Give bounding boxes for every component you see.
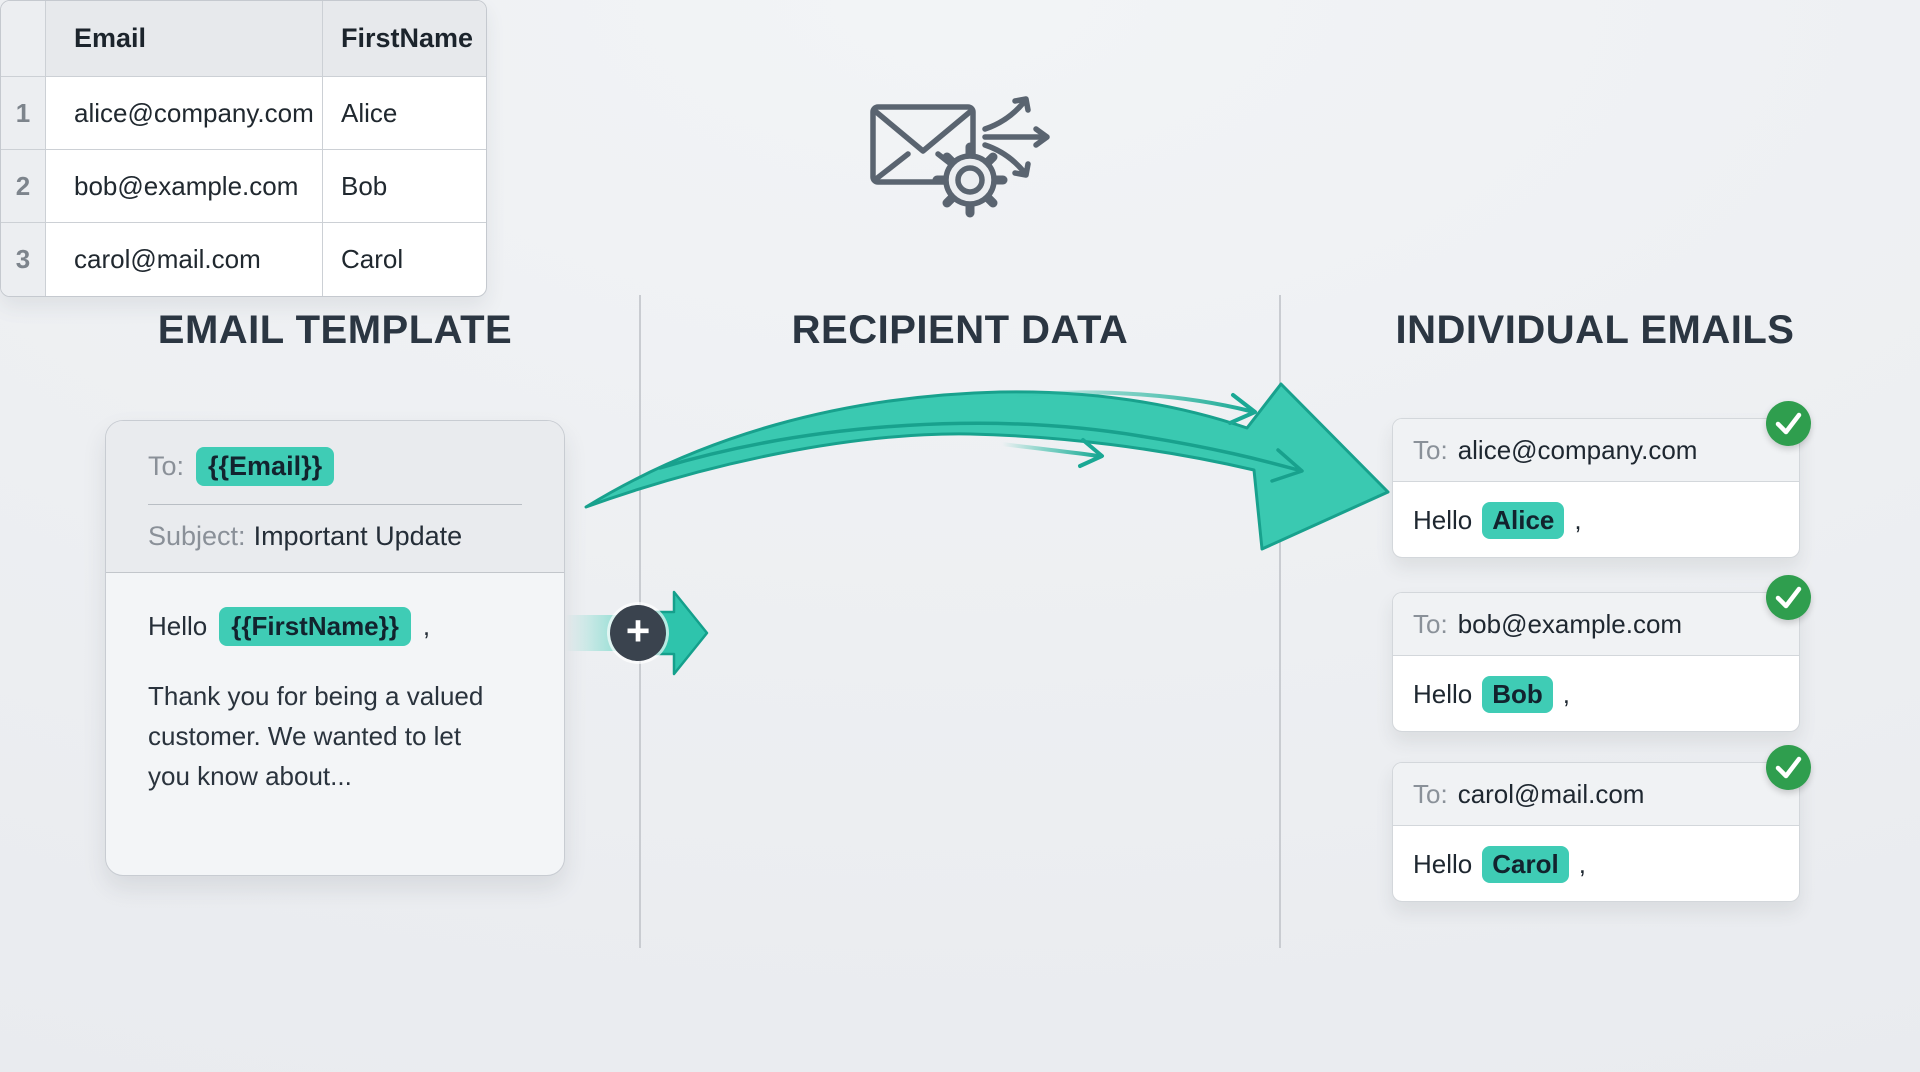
email-body: Hello Bob , xyxy=(1393,656,1799,732)
to-label: To: xyxy=(148,451,185,481)
merged-name-highlight: Carol xyxy=(1482,845,1569,883)
recipient-data-heading: RECIPIENT DATA xyxy=(791,308,1129,352)
greeting-suffix: , xyxy=(1574,504,1582,535)
email-template-card: To: {{Email}} Subject:Important Update H… xyxy=(105,420,565,876)
merged-name-highlight: Bob xyxy=(1482,675,1553,713)
individual-email-card: To: carol@mail.com Hello Carol , xyxy=(1392,745,1811,902)
check-icon xyxy=(1775,412,1802,435)
row-number: 3 xyxy=(1,223,46,296)
merged-name-highlight: Alice xyxy=(1482,501,1565,539)
subject-label: Subject: xyxy=(148,521,246,551)
inner-arrow-head xyxy=(1270,448,1304,483)
success-check-badge xyxy=(1766,745,1811,790)
header-divider xyxy=(148,504,522,505)
greeting-prefix: Hello xyxy=(1413,848,1473,879)
cell-email: alice@company.com xyxy=(46,77,323,150)
template-body-text: Thank you for being a valued customer. W… xyxy=(148,681,484,791)
cell-email: bob@example.com xyxy=(46,150,323,223)
small-arrow-upper-head xyxy=(1228,393,1257,425)
firstname-placeholder-token: {{FirstName}} xyxy=(219,607,411,646)
email-body: Hello Carol , xyxy=(1393,826,1799,902)
to-label: To: xyxy=(1413,608,1448,639)
email-header: To: alice@company.com xyxy=(1393,419,1799,482)
greeting-suffix: , xyxy=(1562,678,1571,709)
small-arrow-upper xyxy=(1010,390,1252,413)
column-header-email: Email xyxy=(46,1,323,77)
to-address: alice@company.com xyxy=(1457,434,1698,465)
cell-firstname: Bob xyxy=(323,150,486,223)
to-address: carol@mail.com xyxy=(1457,778,1645,809)
column-header-firstname: FirstName xyxy=(323,1,486,77)
row-number: 1 xyxy=(1,77,46,150)
individual-email-card: To: bob@example.com Hello Bob , xyxy=(1392,575,1811,732)
big-curved-arrow xyxy=(584,382,1390,551)
individual-emails-heading: INDIVIDUAL EMAILS xyxy=(1395,308,1795,352)
email-template-heading: EMAIL TEMPLATE xyxy=(157,308,513,352)
email-header: To: carol@mail.com xyxy=(1393,763,1799,826)
plus-icon: + xyxy=(610,605,666,661)
row-number: 2 xyxy=(1,150,46,223)
cell-firstname: Carol xyxy=(341,244,404,274)
check-icon xyxy=(1775,756,1802,779)
success-check-badge xyxy=(1766,575,1811,620)
email-header: To: bob@example.com xyxy=(1393,593,1799,656)
greeting-suffix: , xyxy=(1578,848,1586,879)
small-arrow-lower-head xyxy=(1078,438,1104,468)
inner-arrow-stroke xyxy=(658,421,1300,472)
to-label: To: xyxy=(1413,778,1448,809)
to-address: bob@example.com xyxy=(1457,608,1683,639)
greeting-prefix: Hello xyxy=(148,611,208,641)
email-placeholder-token: {{Email}} xyxy=(196,447,335,486)
section-divider-right xyxy=(1279,295,1281,948)
gear-icon xyxy=(932,142,1008,218)
envelope-gear-fanout-icon xyxy=(870,96,1050,218)
cell-email: carol@mail.com xyxy=(46,223,323,296)
template-card-header: To: {{Email}} Subject:Important Update xyxy=(106,421,564,573)
subject-value: Important Update xyxy=(253,521,463,551)
template-card-body: Hello {{FirstName}} , Thank you for bein… xyxy=(106,573,564,830)
greeting-prefix: Hello xyxy=(1413,504,1473,535)
check-icon xyxy=(1775,586,1802,609)
recipient-data-table: Email FirstName 1 alice@company.com Alic… xyxy=(0,0,487,297)
email-body: Hello Alice , xyxy=(1393,482,1799,558)
greeting-suffix: , xyxy=(422,611,431,641)
greeting-prefix: Hello xyxy=(1413,678,1473,709)
to-label: To: xyxy=(1413,434,1448,465)
success-check-badge xyxy=(1766,401,1811,446)
corner-header-cell xyxy=(1,1,46,77)
cell-firstname: Alice xyxy=(323,77,486,150)
individual-email-card: To: alice@company.com Hello Alice , xyxy=(1392,401,1811,558)
small-arrow-lower xyxy=(1000,442,1100,458)
